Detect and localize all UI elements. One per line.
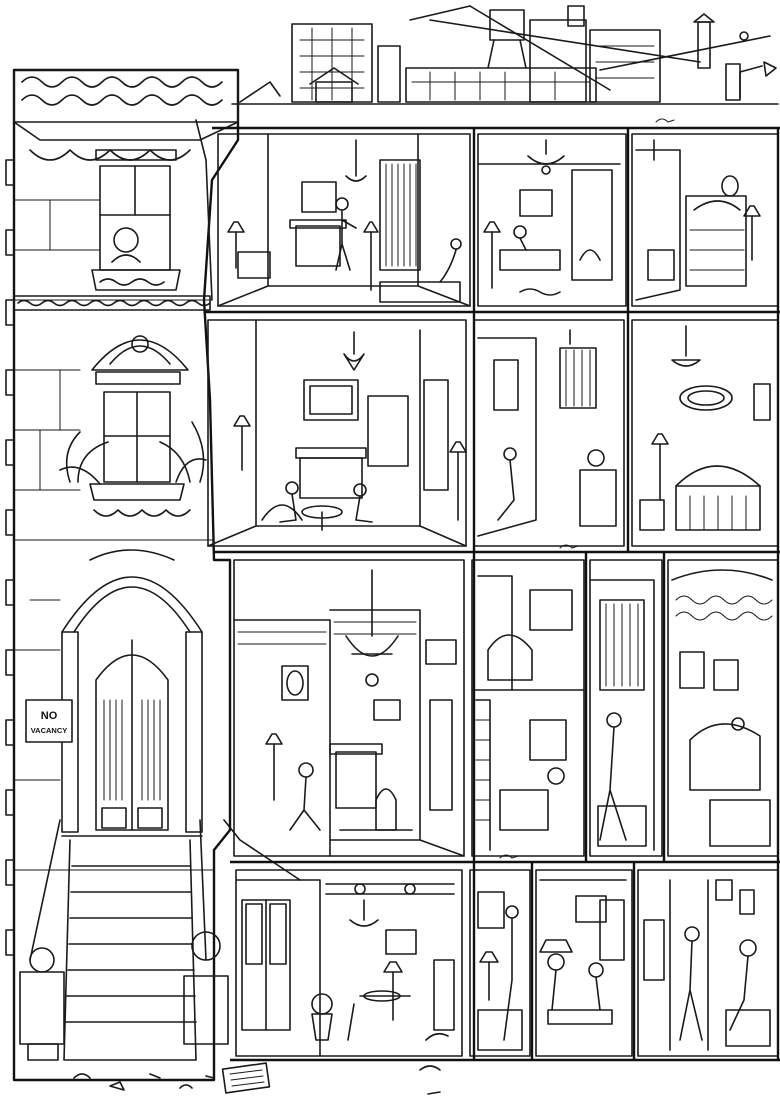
sign-text-no: NO	[41, 710, 58, 722]
top-floor-rooms	[217, 133, 779, 307]
sign-text-vacancy: VACANCY	[31, 726, 68, 735]
second-floor-rooms	[207, 319, 779, 547]
third-floor-rooms	[233, 559, 779, 857]
stoop-stairs	[19, 819, 229, 1061]
brownstone-facade: NO VACANCY	[5, 68, 301, 1082]
no-vacancy-sign: NO VACANCY	[25, 699, 73, 743]
city-skyline	[231, 5, 779, 105]
interior-cutaway	[204, 118, 780, 1062]
street-debris	[73, 1062, 441, 1095]
ground-floor-rooms	[235, 869, 779, 1057]
